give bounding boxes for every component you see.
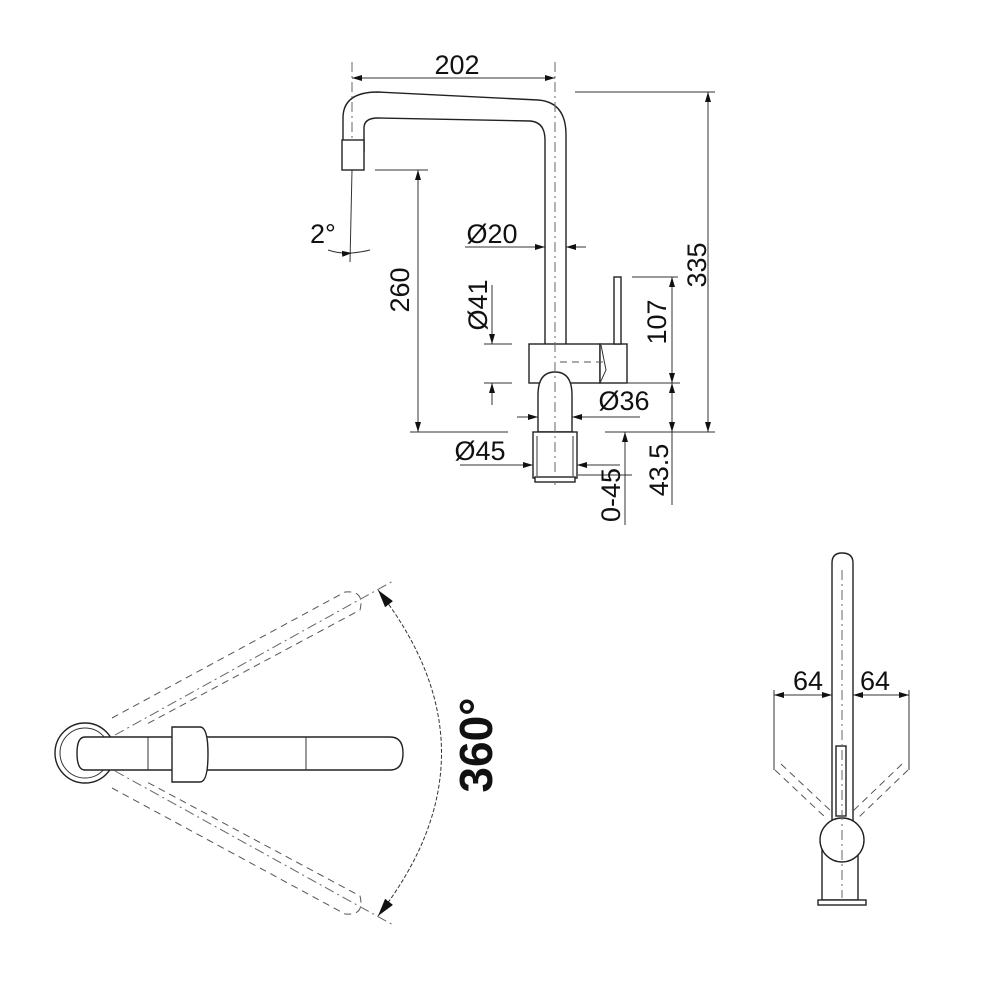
dimension-neck-diameter: Ø36	[517, 386, 650, 420]
dimension-body-diameter: Ø41	[463, 279, 512, 405]
dimension-lever-height: 107	[627, 276, 680, 384]
dimension-spout-height: 260	[375, 169, 508, 433]
dim-width-label: 202	[434, 50, 479, 80]
lever-base	[599, 343, 628, 384]
dimension-total-height: 335	[575, 91, 715, 433]
dim-base-height-label: 43.5	[644, 444, 674, 497]
front-base-cap	[817, 899, 867, 906]
dimension-spout-angle: 2°	[310, 169, 371, 263]
dimension-counter-thickness: 0-45	[578, 432, 632, 525]
spout-arm	[76, 736, 404, 771]
dim-lever-left-label: 64	[793, 666, 823, 696]
dim-body-diameter-label: Ø41	[463, 279, 493, 330]
dim-swivel-angle-label: 360°	[450, 697, 502, 792]
faucet-side-outline	[341, 62, 628, 485]
dim-spout-height-label: 260	[385, 267, 415, 312]
dim-counter-thickness-label: 0-45	[596, 468, 626, 522]
dim-angle-label: 2°	[310, 219, 336, 249]
dim-total-height-label: 335	[682, 242, 712, 287]
dimension-width: 202	[352, 50, 555, 81]
lever-front	[835, 745, 847, 817]
swivel-collar	[171, 726, 209, 783]
dimension-lever-swing: 64 64	[773, 666, 910, 770]
aerator-nozzle	[341, 139, 365, 171]
dim-lever-right-label: 64	[860, 666, 890, 696]
side-view: 202 335 260 2° Ø20	[310, 50, 715, 525]
dimension-base-diameter: Ø45	[454, 436, 620, 468]
lever-handle	[613, 276, 622, 345]
dimension-spout-diameter: Ø20	[465, 219, 586, 250]
dim-lever-height-label: 107	[642, 299, 672, 344]
dim-neck-diameter-label: Ø36	[598, 386, 649, 416]
dimension-base-height: 43.5	[644, 383, 675, 505]
top-view: 360°	[54, 579, 502, 927]
swivel-ghost-positions	[111, 579, 396, 927]
dim-spout-diameter-label: Ø20	[466, 219, 517, 249]
front-view: 64 64	[773, 552, 910, 906]
dimension-swivel-angle: 360°	[377, 589, 502, 917]
dim-base-diameter-label: Ø45	[454, 436, 505, 466]
